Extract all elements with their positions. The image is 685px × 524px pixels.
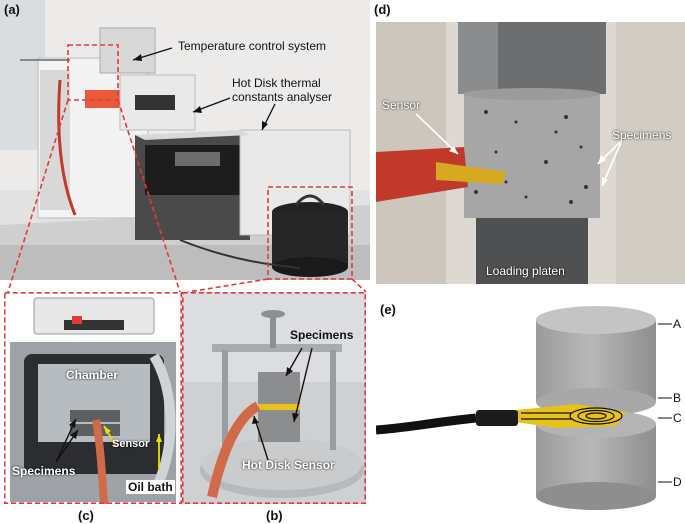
panel-e-label: (e) bbox=[380, 302, 396, 317]
label-D: D bbox=[673, 475, 682, 489]
panel-c-label: (c) bbox=[78, 508, 94, 523]
annotation-specimens-d: Specimens bbox=[612, 128, 672, 142]
annotation-specimens-c: Specimens bbox=[12, 464, 76, 478]
annotation-loading-platen: Loading platen bbox=[486, 264, 565, 278]
label-A: A bbox=[673, 317, 682, 331]
annotation-chamber: Chamber bbox=[66, 368, 119, 382]
panel-a: (a) Temperature control system Hot Disk … bbox=[0, 0, 370, 280]
panel-b-photo bbox=[182, 292, 366, 504]
panel-c-photo bbox=[4, 292, 182, 504]
panel-e-diagram bbox=[376, 306, 672, 510]
panel-b: Specimens Hot Disk Sensor bbox=[182, 292, 366, 504]
label-B: B bbox=[673, 391, 682, 405]
annotation-hot-disk-sensor: Hot Disk Sensor bbox=[242, 458, 335, 472]
annotation-temperature-control: Temperature control system bbox=[178, 39, 327, 53]
annotation-hot-disk-line1: Hot Disk thermal bbox=[232, 76, 321, 90]
panel-b-label: (b) bbox=[266, 508, 283, 523]
panel-d: Sensor Specimens Loading platen bbox=[376, 22, 685, 284]
label-C: C bbox=[673, 411, 682, 425]
panel-d-label: (d) bbox=[374, 2, 391, 17]
annotation-hot-disk-line2: constants analyser bbox=[232, 90, 333, 104]
panel-a-label: (a) bbox=[4, 2, 20, 17]
annotation-oil-bath: Oil bath bbox=[126, 480, 175, 494]
annotation-sensor-d: Sensor bbox=[382, 98, 421, 112]
annotation-sensor-c: Sensor bbox=[112, 438, 150, 450]
panel-c: Chamber Sensor Specimens Oil bath bbox=[4, 292, 182, 504]
panel-e: A B C D bbox=[376, 300, 685, 524]
panel-d-photo bbox=[376, 22, 685, 284]
annotation-specimens-b: Specimens bbox=[290, 328, 354, 342]
